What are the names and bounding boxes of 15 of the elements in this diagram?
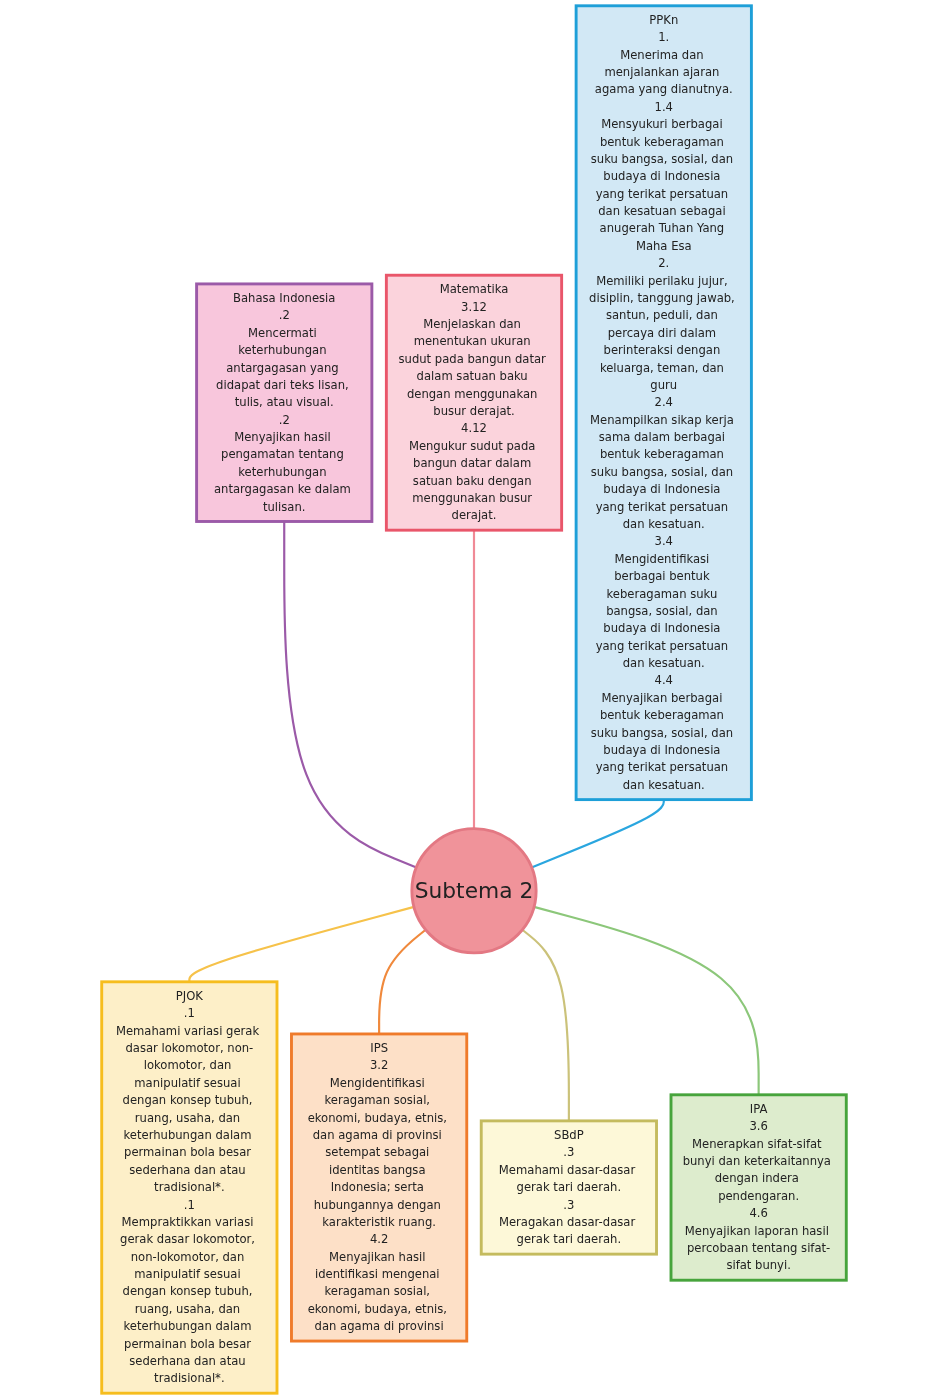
node-box: PJOK .1 Memahami variasi gerak dasar lokomotor, non-lokomotor, dan manipulatif sesuai dengan konsep tubuh, ruang, usaha, dan keterhubungan dalam permainan bola besar sederhana dan atau tradisional*. .1 Mempraktikkan variasi gerak dasar lokomotor, non-lokomotor, dan manipulatif sesuai dengan konsep tubuh, ruang, usaha, dan keterhubungan dalam permainan bola besar sederhana dan atau tradisional*. xyxy=(100,980,279,1395)
connector xyxy=(378,928,427,1034)
node-circle: Subtema 2 xyxy=(410,827,538,955)
node-box: SBdP .3 Memahami dasar-dasar gerak tari daerah. .3 Meragakan dasar-dasar gerak tari daerah. xyxy=(479,1119,658,1256)
connector xyxy=(188,905,415,982)
node-box: IPA 3.6 Menerapkan sifat-sifat bunyi dan keterkaitannya dengan indera pendengaran. 4.6 Menyajikan laporan hasil percobaan tentang sifat-sifat bunyi. xyxy=(669,1093,848,1282)
node-box: PPKn 1. Menerima dan menjalankan ajaran agama yang dianutnya. 1.4 Mensyukuri berbagai bentuk keberagaman suku bangsa, sosial, dan budaya di Indonesia yang terikat persatuan dan kesatuan sebagai anugerah Tuhan Yang Maha Esa 2. Memiliki perilaku jujur, disiplin, tanggung jawab, santun, peduli, dan percaya diri dalam berinteraksi dengan keluarga, teman, dan guru 2.4 Menampilkan sikap kerja sama dalam berbagai bentuk keberagaman suku bangsa, sosial, dan budaya di Indonesia yang terikat persatuan dan kesatuan. 3.4 Mengidentifikasi berbagai bentuk keberagaman suku bangsa, sosial, dan budaya di Indonesia yang terikat persatuan dan kesatuan. 4.4 Menyajikan berbagai bentuk keberagaman suku bangsa, sosial, dan budaya di Indonesia yang terikat persatuan dan kesatuan. xyxy=(574,4,753,802)
node-box: Matematika 3.12 Menjelaskan dan menentukan ukuran sudut pada bangun datar dalam satuan baku dengan menggunakan busur derajat. 4.12 Mengukur sudut pada bangun datar dalam satuan baku dengan menggunakan busur derajat. xyxy=(384,273,564,532)
connector xyxy=(531,799,665,869)
connector xyxy=(472,530,476,829)
node-box: IPS 3.2 Mengidentifikasi keragaman sosial, ekonomi, budaya, etnis, dan agama di provinsi setempat sebagai identitas bangsa Indonesia; serta hubungannya dengan karakteristik ruang. 4.2 Menyajikan hasil identifikasi mengenai keragaman sosial, ekonomi, budaya, etnis, dan agama di provinsi xyxy=(290,1032,469,1343)
connector xyxy=(533,905,760,1095)
connector xyxy=(521,928,570,1121)
connector xyxy=(283,521,417,869)
node-box: Bahasa Indonesia .2 Mencermati keterhubungan antargagasan yang didapat dari teks lisan, tulis, atau visual. .2 Menyajikan hasil pengamatan tentang keterhubungan antargagasan ke dalam tulisan. xyxy=(195,282,374,523)
